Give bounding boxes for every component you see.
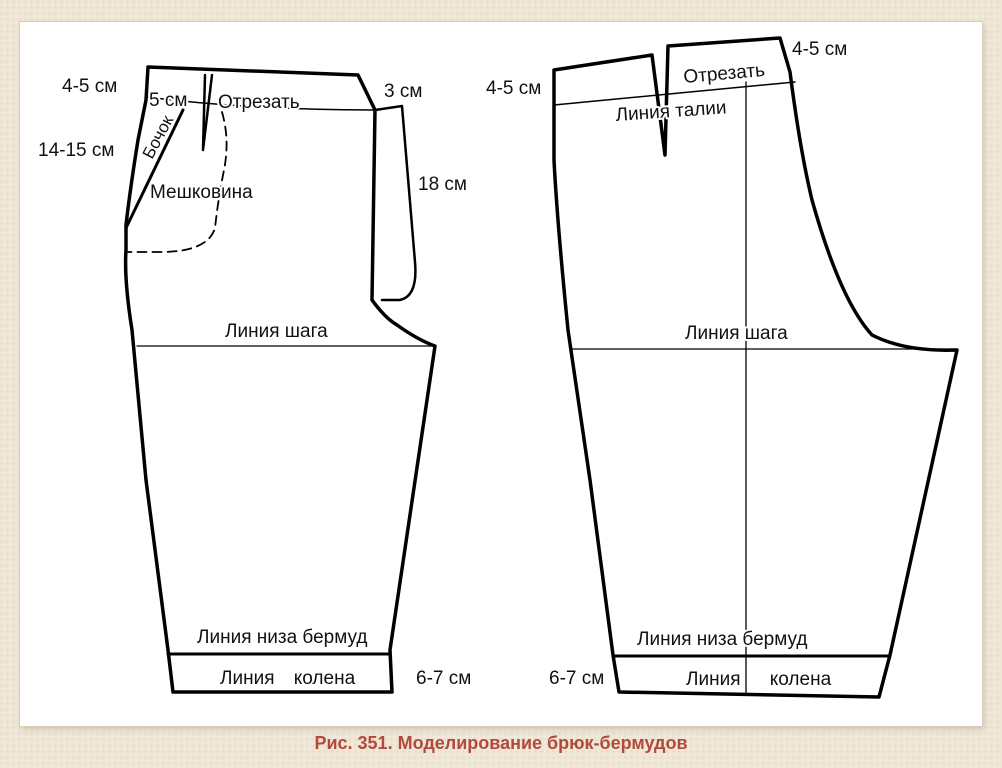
front-dim-fly: 3 см — [384, 81, 422, 102]
front-pocket-bag-label: Мешковина — [150, 182, 253, 203]
back-knee-line-label: Линия колена — [686, 669, 832, 690]
back-waist-line-label: Линия талии — [615, 97, 727, 126]
back-trouser-piece — [552, 36, 959, 699]
front-pocket-bag — [127, 111, 228, 253]
back-labels: 4-5 см 4-5 см Отрезать Линия талии Линия… — [486, 39, 847, 690]
back-dim-hem: 6-7 см — [549, 668, 604, 689]
front-crotch-line-label: Линия шага — [225, 321, 328, 342]
back-hem-line-label: Линия низа бермуд — [637, 629, 807, 650]
front-side-piece-line — [124, 108, 185, 230]
front-knee-line-label: Линия колена — [220, 668, 356, 689]
back-waist-line — [553, 81, 796, 106]
front-dim-fly-length: 18 см — [418, 174, 467, 195]
front-dim-hem: 6-7 см — [416, 668, 471, 689]
front-hem-line-label: Линия низа бермуд — [197, 627, 367, 648]
front-dim-waist-top: 4-5 см — [62, 76, 117, 97]
back-outline — [552, 36, 959, 699]
front-yoke-label: Отрезать — [218, 92, 300, 113]
front-fly-extension — [373, 104, 417, 302]
front-dim-pocket-width: 5 см — [149, 90, 187, 111]
front-yoke-line — [145, 96, 376, 111]
back-dim-waist-left: 4-5 см — [486, 78, 541, 99]
front-trouser-piece — [123, 65, 437, 694]
back-crotch-line-label: Линия шага — [685, 323, 788, 344]
front-labels: 4-5 см 5 см Отрезать 3 см 14-15 см Бочок… — [38, 76, 471, 689]
front-outline — [123, 65, 437, 694]
back-yoke-label: Отрезать — [683, 60, 766, 88]
back-dim-waist-right: 4-5 см — [792, 39, 847, 60]
front-dart — [201, 73, 214, 152]
front-dim-side: 14-15 см — [38, 140, 114, 161]
diagram-paper — [20, 22, 982, 726]
figure-caption: Рис. 351. Моделирование брюк-бермудов — [314, 733, 688, 753]
